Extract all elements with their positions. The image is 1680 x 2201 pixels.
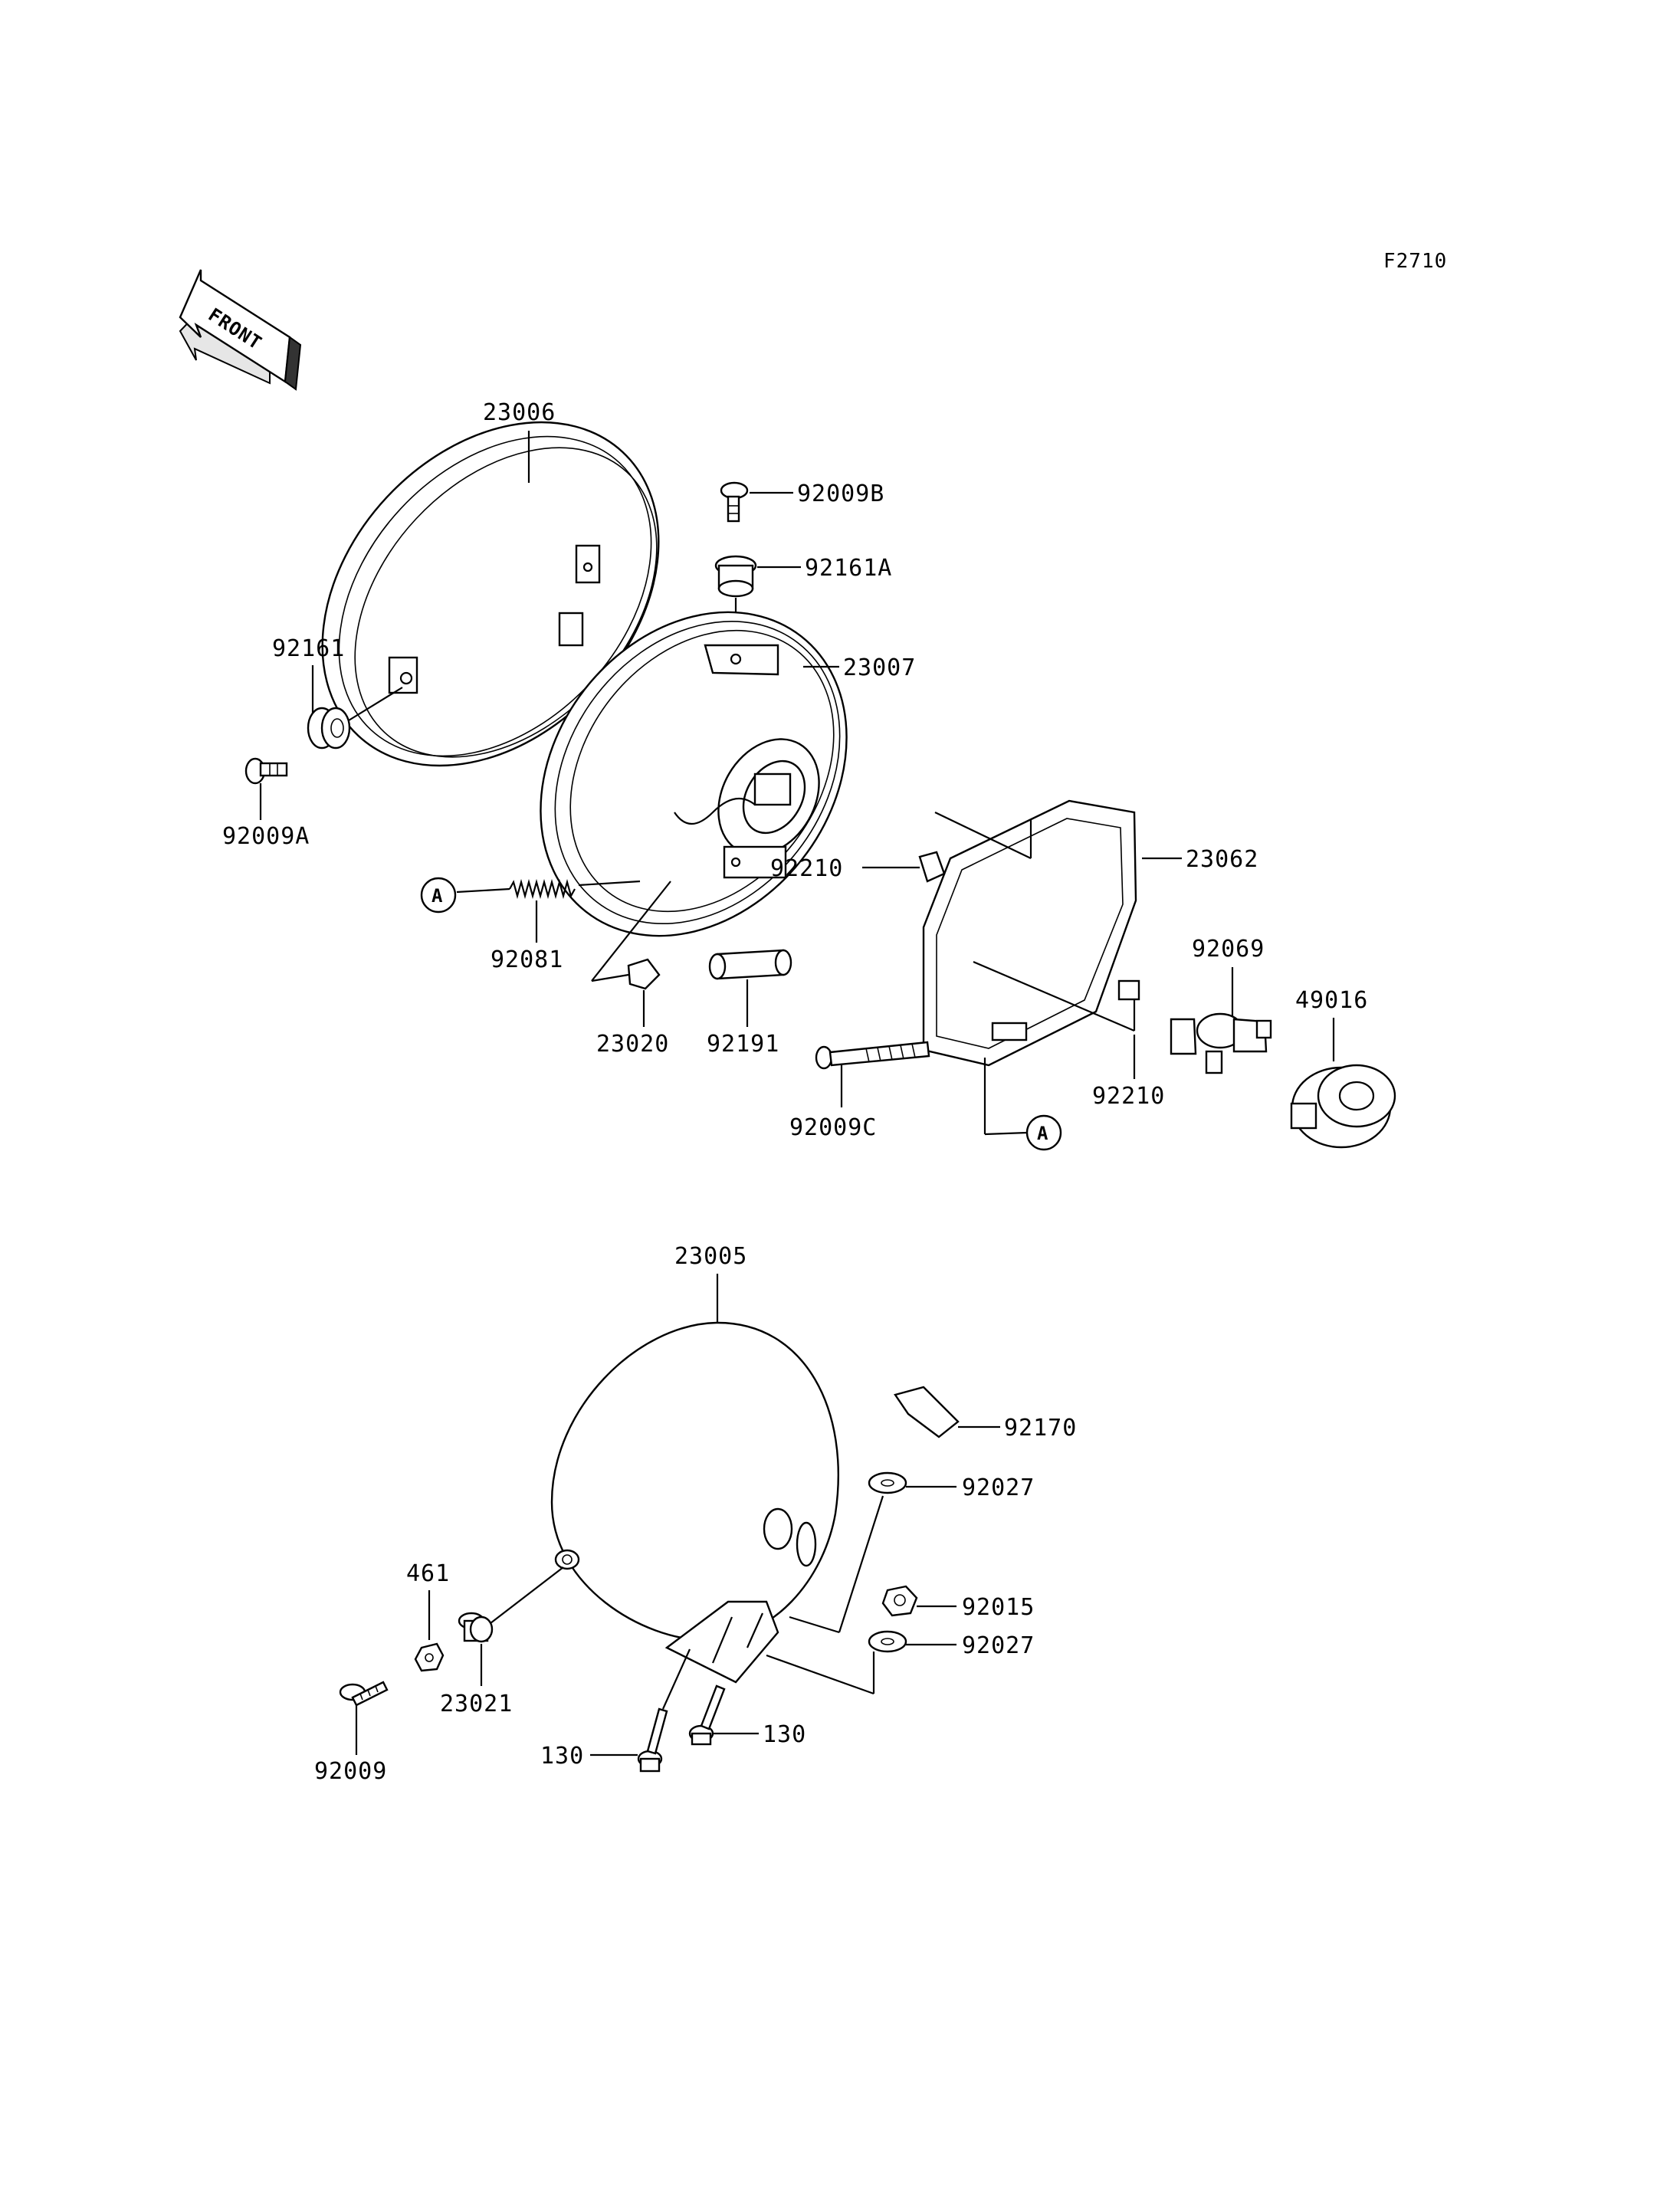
figure-code: F2710 [1383,250,1447,273]
label-92027-bottom: 92027 [962,1632,1035,1659]
label-92161: 92161 [272,635,345,662]
label-23006: 23006 [483,399,556,426]
nut-92015 [881,1585,918,1617]
spring-92081 [509,878,576,900]
washer-92027-top [868,1471,907,1494]
label-92009A: 92009A [222,823,310,850]
label-130-left: 130 [540,1743,584,1770]
label-92170: 92170 [1004,1415,1077,1442]
callout-a-left-letter: A [431,885,443,907]
callout-a-right-letter: A [1037,1123,1048,1144]
clip-23020 [627,958,661,990]
grommet-92161A [714,555,757,598]
screw-92009 [339,1681,389,1707]
label-23062: 23062 [1186,846,1258,873]
bushing-23021 [458,1612,494,1643]
label-23020: 23020 [596,1031,669,1058]
front-arrow-icon: FRONT [179,269,302,391]
bulb-92069 [1170,1012,1272,1074]
label-92069: 92069 [1192,936,1265,963]
screw-92009A [244,757,288,785]
grommet-92161 [307,707,351,750]
label-92009: 92009 [314,1758,387,1785]
label-92210-top: 92210 [770,855,843,882]
callout-a-right: A [1025,1114,1062,1151]
label-23007: 23007 [843,654,916,681]
clip-92210-top [918,851,946,883]
screw-92009B [720,481,749,523]
label-92191: 92191 [707,1031,779,1058]
label-23021: 23021 [440,1691,513,1717]
bolt-130-left [637,1707,668,1773]
label-461: 461 [406,1560,450,1587]
bolt-92009C [815,1041,930,1070]
washer-92027-bottom [868,1630,907,1653]
bracket-23062 [922,799,1140,1067]
headlight-unit-23007 [540,611,848,937]
cap-49016 [1290,1064,1396,1149]
housing-23005 [550,1321,839,1684]
label-92009C: 92009C [789,1114,877,1141]
label-92081: 92081 [491,946,563,973]
nut-461 [414,1642,445,1672]
label-92015: 92015 [962,1594,1035,1621]
bolt-130-right [688,1684,726,1746]
rim-23006 [321,421,660,767]
callout-a-left: A [420,877,457,914]
label-92210-bottom: 92210 [1092,1083,1165,1110]
sleeve-92191 [708,949,792,980]
label-23005: 23005 [674,1243,747,1270]
clip-92170 [894,1386,960,1438]
label-92009B: 92009B [797,481,884,507]
label-130-right: 130 [763,1721,806,1748]
label-49016: 49016 [1295,987,1368,1014]
label-92161A: 92161A [805,555,892,582]
label-92027-top: 92027 [962,1474,1035,1501]
